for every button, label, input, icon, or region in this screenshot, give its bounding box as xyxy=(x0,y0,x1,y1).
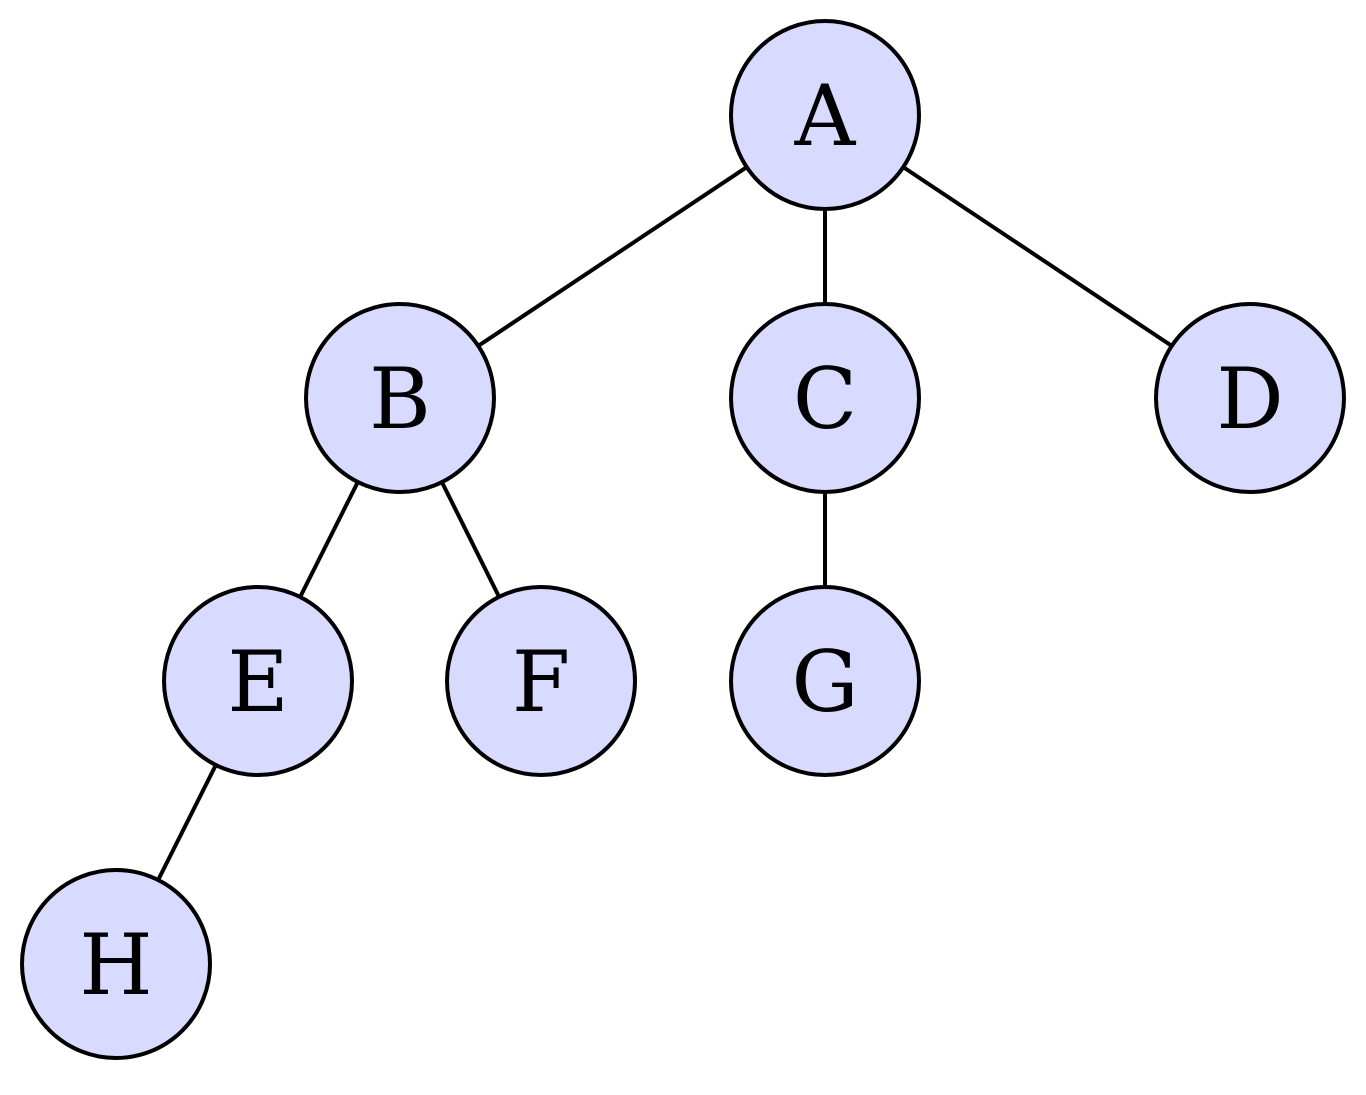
node-f: F xyxy=(445,585,637,777)
tree-nodes: A B C D E F G H xyxy=(20,19,1346,1060)
node-circle xyxy=(1154,302,1346,494)
tree-edges xyxy=(114,113,1252,965)
node-g: G xyxy=(729,585,921,777)
node-circle xyxy=(729,585,921,777)
node-circle xyxy=(729,302,921,494)
node-a: A xyxy=(729,19,921,211)
node-h: H xyxy=(20,868,212,1060)
node-label: H xyxy=(79,916,152,1014)
node-label: F xyxy=(512,633,570,731)
node-circle xyxy=(162,585,354,777)
node-label: E xyxy=(227,633,288,731)
node-label: G xyxy=(791,633,858,731)
node-label: B xyxy=(369,350,431,448)
node-d: D xyxy=(1154,302,1346,494)
node-label: C xyxy=(793,350,857,448)
node-circle xyxy=(729,19,921,211)
node-c: C xyxy=(729,302,921,494)
node-label: A xyxy=(794,67,857,165)
node-circle xyxy=(20,868,212,1060)
node-b: B xyxy=(304,302,496,494)
node-label: D xyxy=(1216,350,1283,448)
node-circle xyxy=(445,585,637,777)
node-circle xyxy=(304,302,496,494)
node-e: E xyxy=(162,585,354,777)
